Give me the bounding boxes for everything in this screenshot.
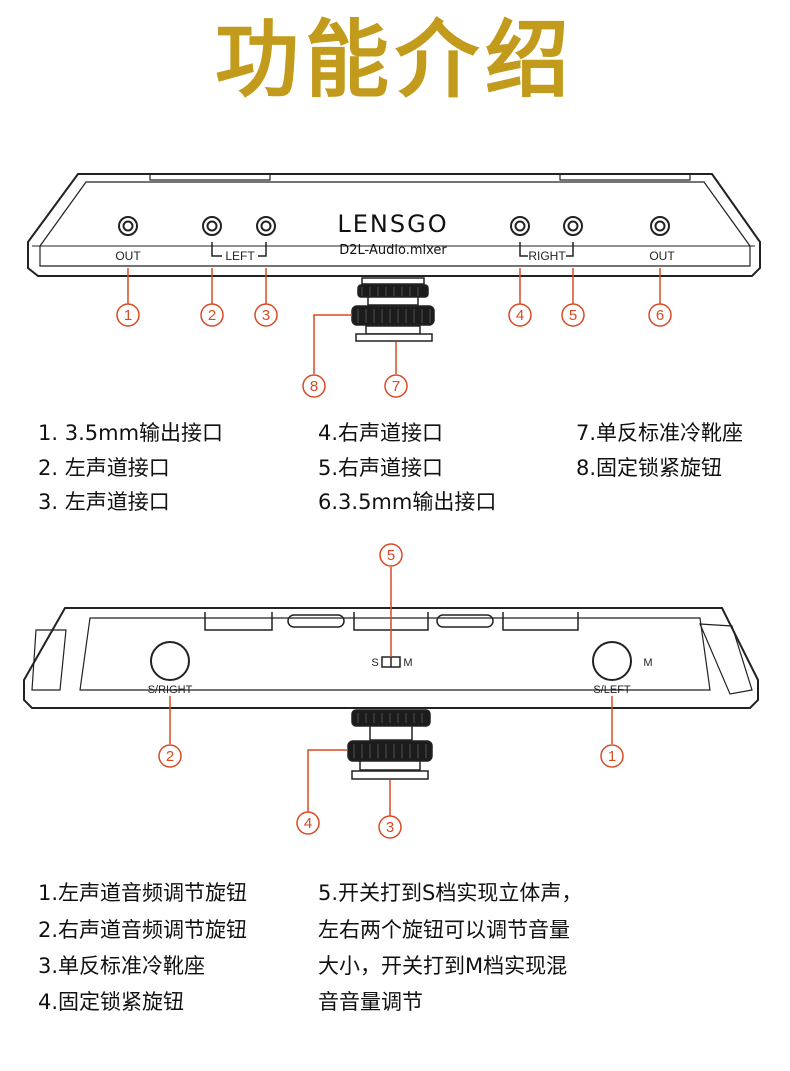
jack-out-right bbox=[650, 216, 670, 236]
mode-switch[interactable] bbox=[381, 656, 401, 668]
bottom-desc-5c: 大小，开关打到M档实现混 bbox=[318, 954, 568, 978]
bottom-view-diagram: S M M S/RIGHT S/LEFT 5 bbox=[23, 543, 759, 839]
jack-right-1 bbox=[510, 216, 530, 236]
label-right: RIGHT bbox=[528, 249, 566, 263]
label-out-right: OUT bbox=[649, 249, 675, 263]
switch-label-m: M bbox=[403, 657, 412, 669]
top-desc-5: 5.右声道接口 bbox=[318, 456, 444, 480]
jack-left-2 bbox=[256, 216, 276, 236]
callout-2: 2 bbox=[208, 307, 216, 324]
label-left: LEFT bbox=[225, 249, 255, 263]
brand-logo: LENSGO bbox=[337, 210, 448, 238]
bottom-desc-5b: 左右两个旋钮可以调节音量 bbox=[318, 918, 570, 942]
device-outline-top bbox=[27, 173, 761, 277]
bottom-desc-3: 3.单反标准冷靴座 bbox=[38, 954, 206, 978]
label-s-right: S/RIGHT bbox=[148, 684, 193, 696]
jack-left-1 bbox=[202, 216, 222, 236]
label-out-left: OUT bbox=[115, 249, 141, 263]
top-desc-4: 4.右声道接口 bbox=[318, 421, 444, 445]
top-desc-3: 3. 左声道接口 bbox=[38, 490, 170, 514]
device-inner-edge-bottom bbox=[79, 617, 711, 691]
top-view-diagram: OUT LEFT RIGHT OUT LENSGO D2L-Audio.mixe… bbox=[27, 173, 761, 398]
top-desc-2: 2. 左声道接口 bbox=[38, 456, 170, 480]
bottom-desc-5a: 5.开关打到S档实现立体声， bbox=[318, 881, 583, 905]
callout-b3: 3 bbox=[386, 819, 394, 836]
switch-label-s: S bbox=[371, 657, 378, 669]
callout-5: 5 bbox=[569, 307, 577, 324]
lock-knob-bottom bbox=[347, 709, 433, 780]
jack-right-2 bbox=[563, 216, 583, 236]
callout-8: 8 bbox=[310, 378, 318, 395]
callout-4: 4 bbox=[516, 307, 524, 324]
callout-b5: 5 bbox=[387, 547, 395, 564]
callout-b1: 1 bbox=[608, 748, 616, 765]
jack-out-left bbox=[118, 216, 138, 236]
top-desc-8: 8.固定锁紧旋钮 bbox=[576, 456, 723, 480]
top-desc-1: 1. 3.5mm输出接口 bbox=[38, 421, 224, 445]
page-title: 功能介绍 bbox=[214, 11, 575, 109]
top-desc-7: 7.单反标准冷靴座 bbox=[576, 421, 744, 445]
top-desc-6: 6.3.5mm输出接口 bbox=[318, 490, 497, 514]
callout-3: 3 bbox=[262, 307, 270, 324]
model-label: D2L-Audio.mixer bbox=[339, 243, 447, 258]
bottom-desc-4: 4.固定锁紧旋钮 bbox=[38, 990, 185, 1014]
knob-s-right bbox=[150, 641, 190, 681]
label-s-left: S/LEFT bbox=[593, 684, 631, 696]
callout-1: 1 bbox=[124, 307, 132, 324]
knob-s-left bbox=[592, 641, 632, 681]
callout-b2: 2 bbox=[166, 748, 174, 765]
bottom-desc-1: 1.左声道音频调节旋钮 bbox=[38, 881, 248, 905]
callout-7: 7 bbox=[392, 378, 400, 395]
bottom-desc-5d: 音音量调节 bbox=[318, 990, 423, 1014]
callout-6: 6 bbox=[656, 307, 664, 324]
label-m-side: M bbox=[643, 657, 652, 669]
callout-b4: 4 bbox=[304, 815, 312, 832]
bottom-desc-2: 2.右声道音频调节旋钮 bbox=[38, 918, 248, 942]
